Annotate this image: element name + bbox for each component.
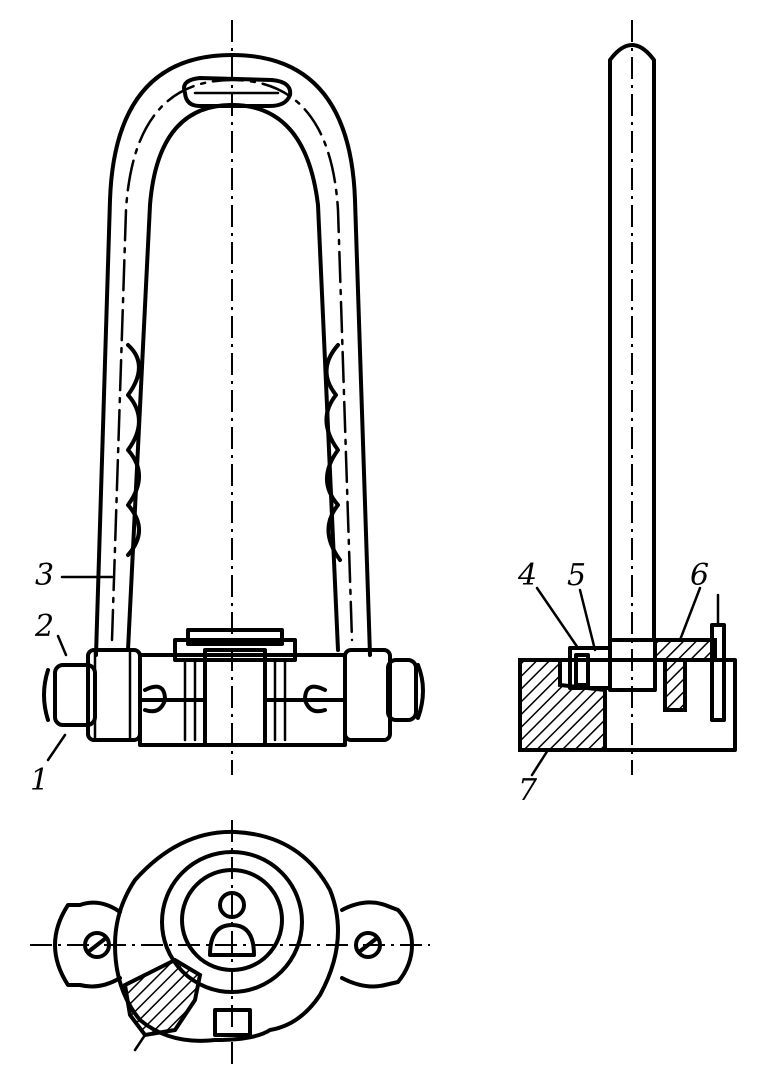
callout-5: 5	[567, 558, 586, 593]
leader-1	[46, 733, 67, 762]
bottom-right-lug	[340, 900, 414, 989]
bottom-broken-section	[122, 957, 203, 1038]
finger-grips-right	[324, 343, 342, 562]
front-view	[42, 20, 425, 775]
leader-5	[578, 588, 597, 652]
callout-3: 3	[35, 558, 54, 593]
callout-2: 2	[34, 609, 54, 644]
leader-2	[56, 634, 68, 657]
front-base-block	[138, 628, 347, 747]
side-handle-rod	[608, 43, 656, 642]
leader-6	[678, 586, 702, 642]
callout-1: 1	[30, 763, 49, 798]
callout-6: 6	[690, 558, 709, 593]
leader-7	[530, 748, 550, 777]
callouts: 3 2 1 4 5 6 7	[30, 558, 709, 808]
side-view	[518, 20, 737, 775]
side-base-block	[518, 593, 737, 752]
handle-grip-slot	[182, 76, 293, 108]
bottom-tongue	[208, 923, 256, 957]
bottom-tab	[213, 1008, 252, 1037]
bottom-large-bore	[160, 850, 304, 994]
leader-4	[535, 586, 580, 650]
left-axle-housing	[42, 648, 142, 742]
part-6-clamp-screw	[710, 623, 726, 722]
callout-4: 4	[517, 558, 537, 593]
bottom-pivot-hole	[218, 891, 246, 919]
handle-outer-outline	[94, 53, 372, 657]
bottom-left-lug	[53, 900, 122, 989]
part-5-pin	[574, 653, 590, 687]
right-axle-housing	[343, 648, 425, 742]
bottom-bore-ring	[180, 868, 284, 972]
finger-grips-left	[126, 343, 141, 557]
bottom-view	[30, 820, 430, 1070]
left-spring-clip	[143, 684, 167, 714]
callout-7: 7	[518, 773, 538, 808]
right-spring-clip	[303, 684, 327, 714]
